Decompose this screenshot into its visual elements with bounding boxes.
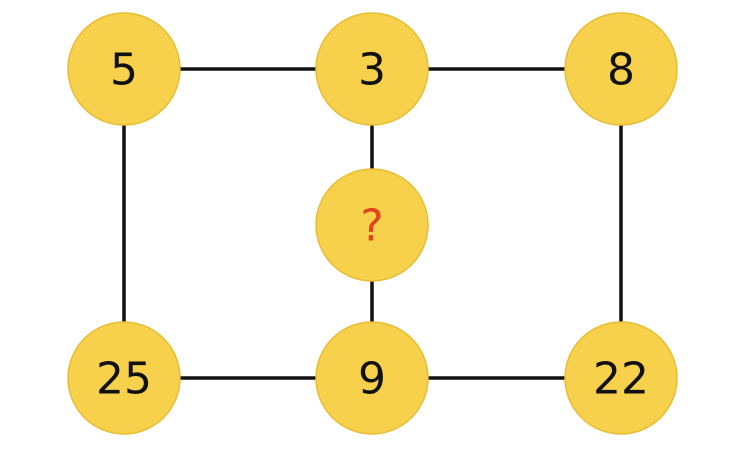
node-bottom-right: 22 (564, 321, 678, 435)
node-circle (315, 168, 429, 282)
node-value: 3 (358, 45, 386, 96)
node-circle (67, 12, 181, 126)
node-circle (564, 12, 678, 126)
node-circle (315, 12, 429, 126)
node-value: 22 (593, 354, 649, 405)
node-circle (67, 321, 181, 435)
node-bottom-center: 9 (315, 321, 429, 435)
node-bottom-left: 25 (67, 321, 181, 435)
node-value: 9 (358, 354, 386, 405)
node-top-left: 5 (67, 12, 181, 126)
unknown-value: ? (360, 201, 383, 252)
node-circle (315, 321, 429, 435)
node-top-center: 3 (315, 12, 429, 126)
node-top-right: 8 (564, 12, 678, 126)
node-value: 5 (110, 45, 138, 96)
node-middle-center: ? (315, 168, 429, 282)
node-value: 8 (607, 45, 635, 96)
node-value: 25 (96, 354, 152, 405)
node-circle (564, 321, 678, 435)
